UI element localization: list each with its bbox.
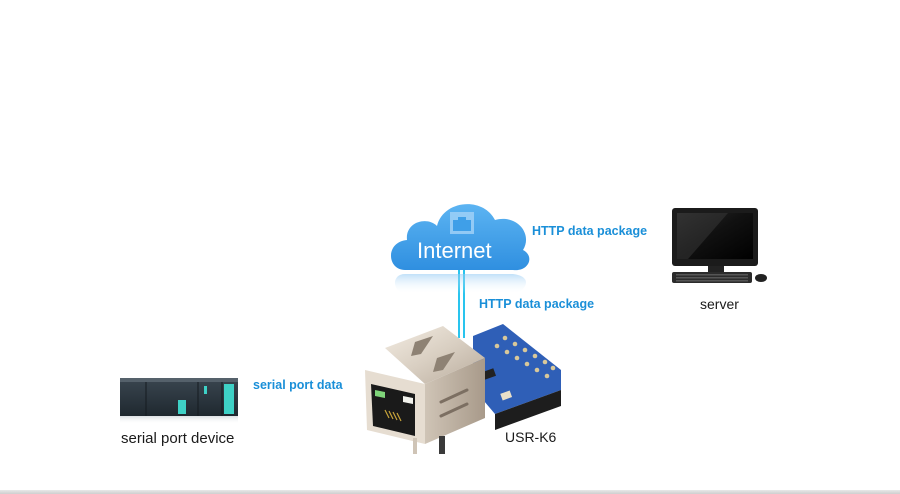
link-label-internet-module: HTTP data package: [479, 297, 595, 311]
link-internet-server: [520, 244, 665, 251]
serial-device-node: [120, 376, 238, 424]
usr-k6-node: [355, 318, 565, 463]
internet-node: Internet: [383, 190, 533, 300]
desktop-computer-icon: [672, 208, 767, 283]
serial-device-label: serial port device: [121, 430, 235, 447]
cloud-icon: [391, 204, 530, 294]
link-label-device-module: serial port data: [253, 378, 343, 392]
plc-device-icon: [120, 378, 238, 424]
network-port-icon: [450, 212, 474, 234]
link-device-module: [236, 397, 362, 404]
server-node: [668, 206, 774, 288]
server-label: server: [700, 296, 739, 312]
rj45-module-icon: [365, 324, 561, 454]
link-label-internet-server: HTTP data package: [532, 224, 648, 238]
internet-label: Internet: [417, 238, 492, 263]
usr-k6-label: USR-K6: [505, 429, 557, 445]
bottom-divider: [0, 490, 900, 494]
